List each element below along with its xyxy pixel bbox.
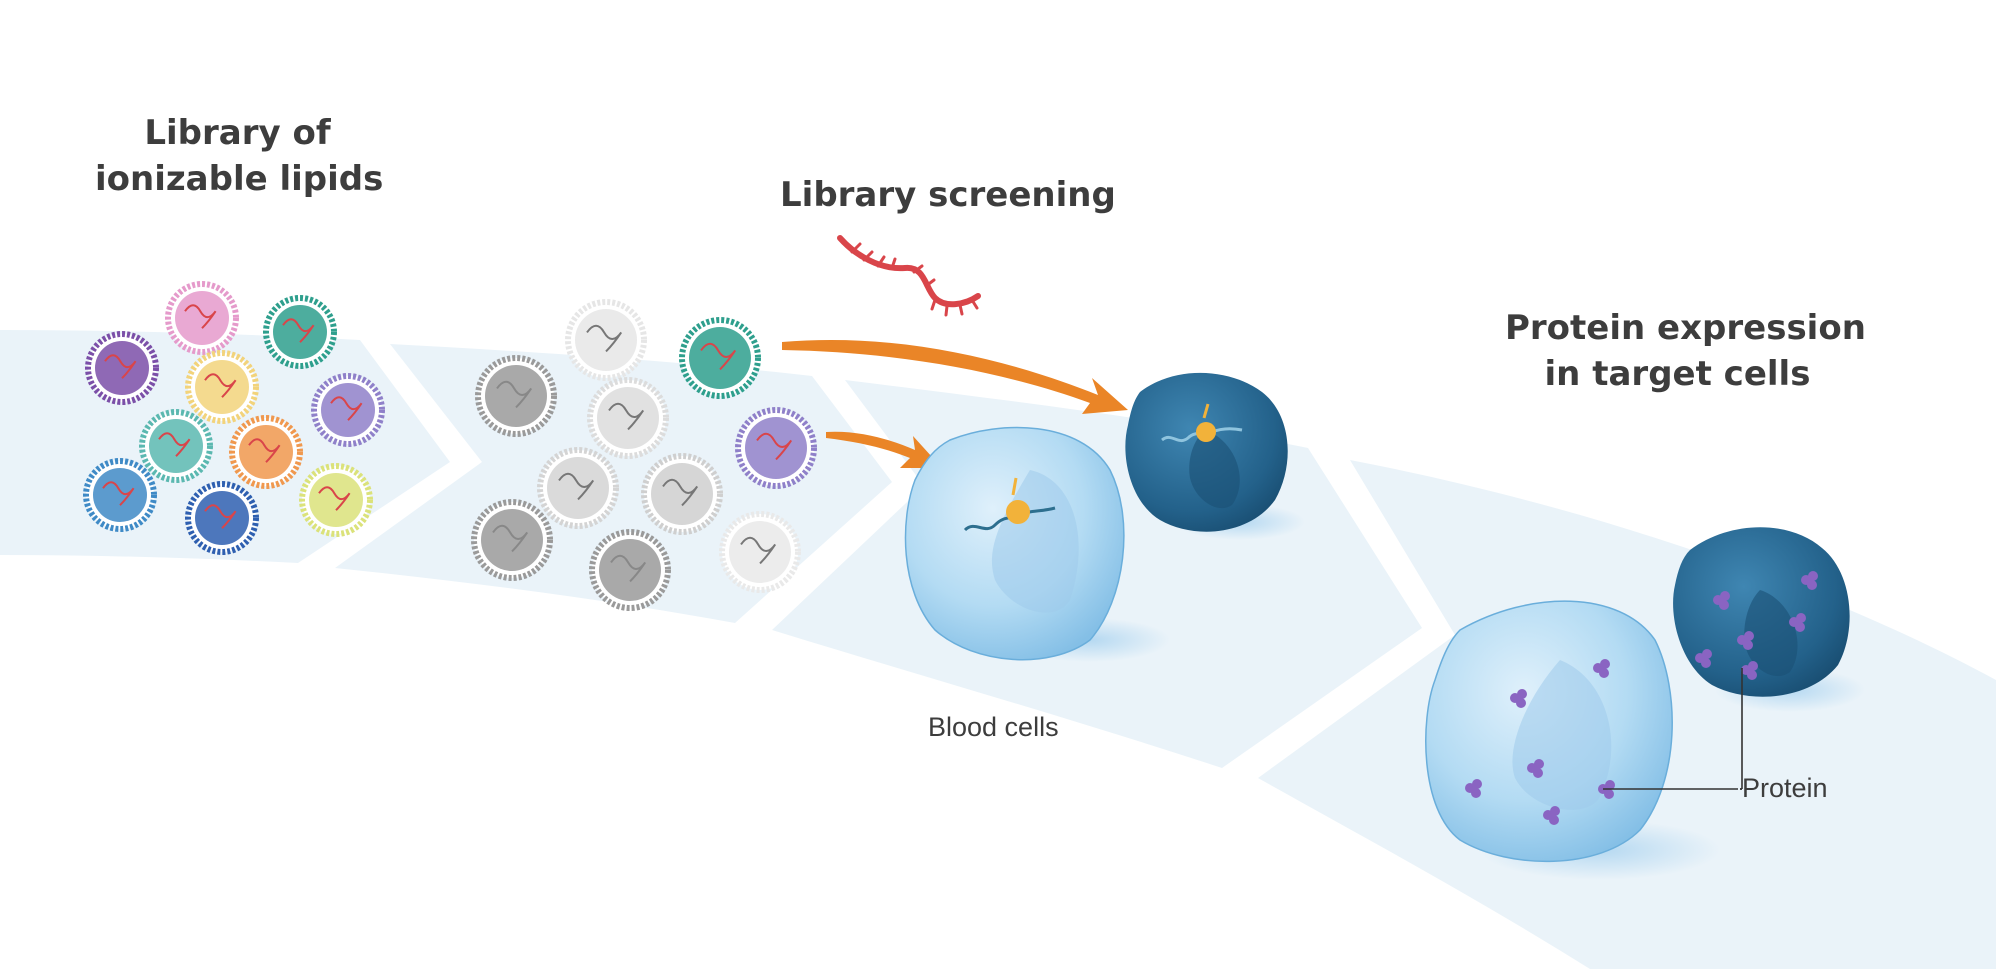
label-blood-cells: Blood cells — [928, 712, 1059, 742]
library-particle-3 — [263, 295, 337, 369]
screened-particle-6 — [537, 447, 619, 529]
protein-marker-1 — [1593, 659, 1610, 678]
screened-particle-4 — [587, 377, 669, 459]
heading-expression-line1: Protein expression — [1505, 308, 1866, 348]
screened-particle-8 — [471, 499, 553, 581]
protein-marker-5 — [1543, 806, 1560, 825]
screened-particle-1 — [475, 355, 557, 437]
protein-marker-8 — [1801, 571, 1818, 590]
protein-markers — [1465, 571, 1818, 825]
screened-particle-10 — [719, 511, 801, 593]
screened-particle-3 — [679, 317, 761, 399]
library-particle-9 — [185, 481, 259, 555]
protein-marker-7 — [1713, 591, 1730, 610]
library-particle-4 — [185, 350, 259, 424]
protein-marker-3 — [1527, 759, 1544, 778]
screened-particle-2 — [565, 299, 647, 381]
library-particle-7 — [229, 415, 303, 489]
label-protein: Protein — [1742, 773, 1828, 803]
library-particle-2 — [165, 281, 239, 355]
library-particle-10 — [299, 463, 373, 537]
library-particle-6 — [139, 409, 213, 483]
protein-marker-2 — [1510, 689, 1527, 708]
protein-marker-11 — [1695, 649, 1712, 668]
heading-screening: Library screening — [780, 172, 1116, 218]
heading-expression-line2: in target cells — [1544, 354, 1811, 394]
heading-library-line1: Library of — [144, 113, 331, 153]
screened-particle-7 — [641, 453, 723, 535]
protein-marker-4 — [1465, 779, 1482, 798]
arrow-to-dark-cell — [782, 339, 1128, 414]
mrna-strand-icon — [837, 235, 981, 317]
light-blood-cell-screening — [904, 426, 1170, 662]
heading-library: Library of ionizable lipids — [95, 110, 384, 202]
library-particle-5 — [311, 373, 385, 447]
heading-expression: Protein expression in target cells — [1505, 305, 1866, 397]
dark-blood-cell-screening — [1125, 372, 1305, 540]
protein-leader-lines — [1603, 668, 1743, 790]
screened-particles — [471, 299, 817, 611]
protein-marker-9 — [1789, 613, 1806, 632]
library-particle-1 — [85, 331, 159, 405]
screened-particle-9 — [589, 529, 671, 611]
heading-screening-text: Library screening — [780, 175, 1116, 215]
screened-particle-5 — [735, 407, 817, 489]
library-particle-8 — [83, 458, 157, 532]
heading-library-line2: ionizable lipids — [95, 159, 384, 199]
library-particles — [83, 281, 385, 555]
protein-marker-12 — [1741, 661, 1758, 680]
arrow-to-light-cell — [826, 431, 942, 468]
delivery-arrows — [782, 339, 1128, 468]
protein-marker-10 — [1737, 631, 1754, 650]
